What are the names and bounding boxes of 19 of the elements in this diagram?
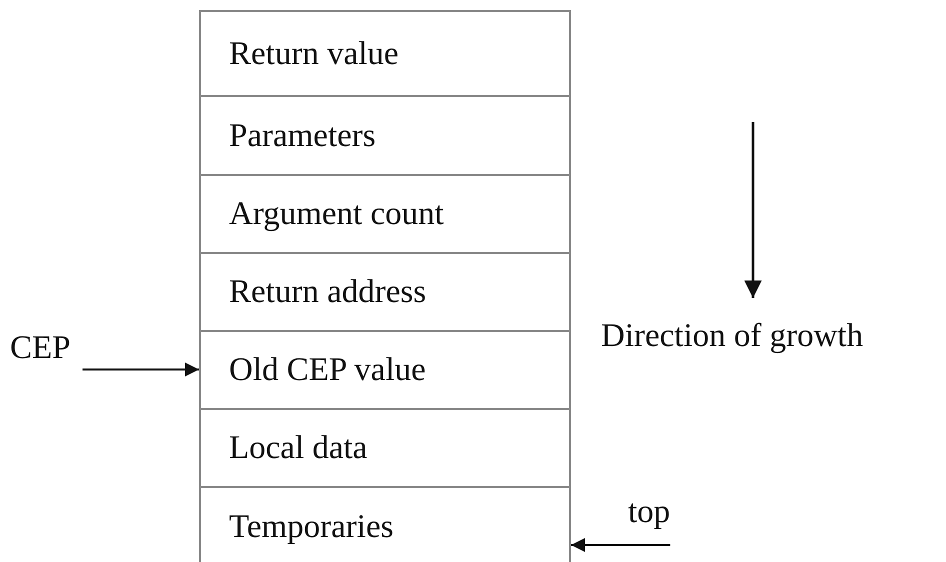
row-label: Return address [229,274,426,311]
arrow [82,362,199,376]
stack-frame-row [199,330,571,409]
row-label: Parameters [229,118,376,154]
row-label: Local data [229,430,368,467]
pointer-label: CEP [10,330,71,367]
arrow [571,538,670,552]
row-label: Temporaries [229,508,394,546]
row-label: Old CEP value [229,352,426,389]
stack-frame-row [199,10,571,96]
pointer-label: top [628,494,670,531]
row-label: Return value [229,36,399,72]
row-label: Argument count [229,196,444,233]
stack-frame-row [199,408,571,487]
stack-frame-row [199,486,571,562]
direction-label: Direction of growth [601,318,864,355]
stack-frame-row [199,95,571,175]
stack-frame-row [199,252,571,331]
stack-frame-row [199,174,571,253]
